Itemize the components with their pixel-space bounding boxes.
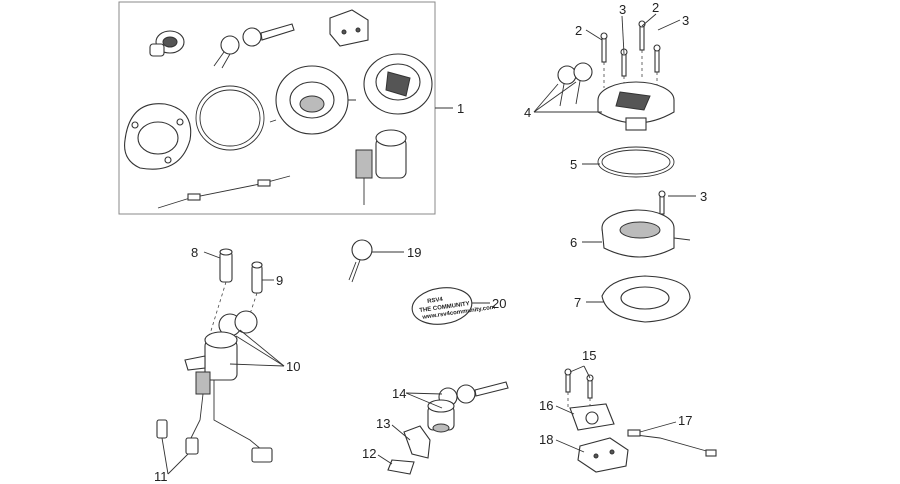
leader-lines (161, 13, 696, 475)
cable-part17 (627, 429, 717, 457)
callout-3c: 3 (700, 189, 707, 204)
kit-cable (157, 175, 291, 209)
kit-lock-barrel (149, 30, 185, 57)
callout-9: 9 (276, 273, 283, 288)
bracket-part13 (403, 425, 431, 459)
ignition-part10 (184, 331, 273, 463)
mechanism-part18 (577, 437, 629, 473)
filler-base-part6 (601, 209, 691, 258)
kit-flange-plate (124, 103, 192, 170)
flange-part7 (601, 275, 691, 323)
callout-13: 13 (376, 416, 390, 431)
filler-cap-part4 (597, 81, 675, 131)
callout-8: 8 (191, 245, 198, 260)
callout-1: 1 (457, 101, 464, 116)
pin-part8 (209, 248, 233, 335)
kit-filler-cap (363, 53, 433, 115)
callout-12: 12 (362, 446, 376, 461)
kit-ignition-switch (355, 129, 407, 205)
callout-17: 17 (678, 413, 692, 428)
keys-part4 (557, 62, 593, 107)
callout-14: 14 (392, 386, 406, 401)
screws-top (600, 20, 661, 96)
callout-5: 5 (570, 157, 577, 172)
kit-gasket-ring (195, 85, 265, 151)
callout-10: 10 (286, 359, 300, 374)
callout-3a: 3 (619, 2, 626, 17)
callout-16: 16 (539, 398, 553, 413)
callout-2a: 2 (575, 23, 582, 38)
pin-part9 (247, 261, 263, 321)
callout-7: 7 (574, 295, 581, 310)
callout-20: 20 (492, 296, 506, 311)
callout-15: 15 (582, 348, 596, 363)
key-part19 (348, 239, 373, 283)
lock-part14 (427, 399, 455, 433)
callout-2b: 2 (652, 0, 659, 15)
callout-4: 4 (524, 105, 531, 120)
callout-labels: 1 2 3 2 3 4 5 3 6 7 8 9 10 11 19 20 14 1… (154, 0, 707, 484)
kit-filler-base (269, 65, 356, 135)
clip-part12 (387, 459, 415, 475)
plate-part16 (569, 403, 615, 431)
callout-11: 11 (154, 469, 168, 484)
gasket-part5 (597, 146, 675, 178)
callout-6: 6 (570, 235, 577, 250)
sticker-text-1: RSV4 (427, 297, 444, 305)
callout-18: 18 (539, 432, 553, 447)
kit-keys (213, 23, 295, 69)
callout-19: 19 (407, 245, 421, 260)
kit-bracket (329, 9, 369, 47)
callout-3b: 3 (682, 13, 689, 28)
sticker-part20: RSV4 THE COMMUNITY www.rsv4community.com (411, 287, 496, 325)
screw-part3 (658, 190, 666, 215)
keys-part10 (218, 310, 258, 337)
